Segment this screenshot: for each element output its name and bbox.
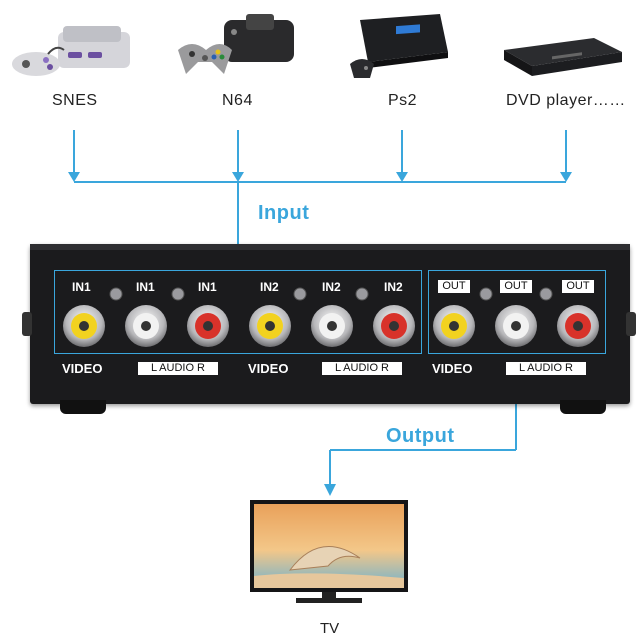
out-audio-caption: L AUDIO R <box>506 362 586 375</box>
in1-right-label: IN1 <box>198 280 217 294</box>
in1-video-caption: VIDEO <box>62 361 103 376</box>
jack-in2-audio-right <box>373 305 415 347</box>
output-section-frame <box>428 270 606 354</box>
ps2-console-icon <box>350 14 448 78</box>
jack-out-audio-left <box>495 305 537 347</box>
in2-video-caption: VIDEO <box>248 361 289 376</box>
in2-video-label: IN2 <box>260 280 279 294</box>
jack-in1-video <box>63 305 105 347</box>
out-left-label: OUT <box>500 280 532 293</box>
jack-out-audio-right <box>557 305 599 347</box>
source-label-dvd-player: DVD player…… <box>506 92 626 109</box>
out-right-label: OUT <box>562 280 594 293</box>
side-knob-right <box>626 312 636 336</box>
out-video-caption: VIDEO <box>432 361 473 376</box>
jack-in1-audio-left <box>125 305 167 347</box>
dvd-player-icon <box>504 38 622 76</box>
in2-right-label: IN2 <box>384 280 403 294</box>
jack-out-video <box>433 305 475 347</box>
n64-console-icon <box>178 14 294 74</box>
tv-icon <box>250 500 408 603</box>
side-knob-left <box>22 312 32 336</box>
switch-foot-left <box>60 400 106 414</box>
input-label: Input <box>258 202 310 224</box>
in1-video-label: IN1 <box>72 280 91 294</box>
in2-audio-caption: L AUDIO R <box>322 362 402 375</box>
jack-in2-audio-left <box>311 305 353 347</box>
in2-left-label: IN2 <box>322 280 341 294</box>
output-label: Output <box>386 425 455 447</box>
input-section-frame <box>54 270 422 354</box>
switch-box-top-edge <box>30 244 630 250</box>
out-video-label: OUT <box>438 280 470 293</box>
snes-console-icon <box>12 26 130 76</box>
jack-in1-audio-right <box>187 305 229 347</box>
source-label-snes: SNES <box>52 92 98 109</box>
source-label-n64: N64 <box>222 92 253 109</box>
in1-audio-caption: L AUDIO R <box>138 362 218 375</box>
in1-left-label: IN1 <box>136 280 155 294</box>
jack-in2-video <box>249 305 291 347</box>
switch-foot-right <box>560 400 606 414</box>
source-label-ps2: Ps2 <box>388 92 418 109</box>
tv-label: TV <box>320 620 340 637</box>
